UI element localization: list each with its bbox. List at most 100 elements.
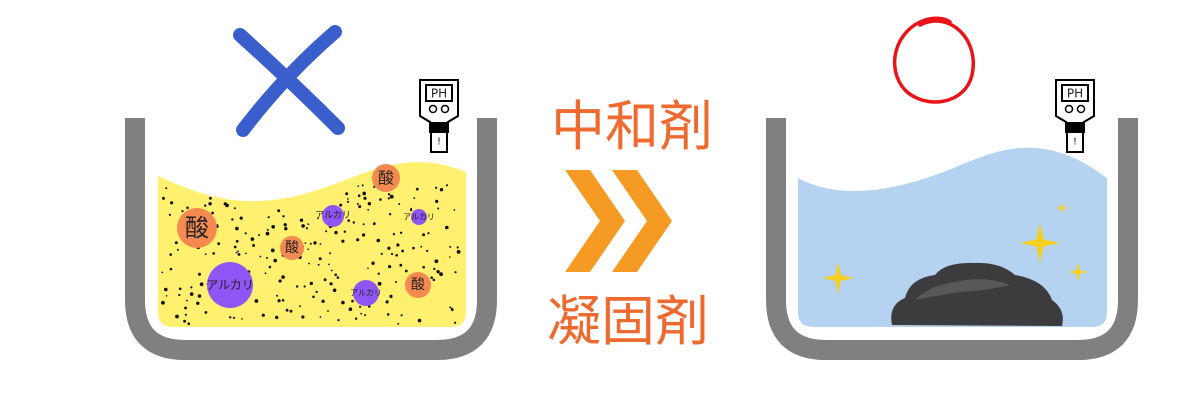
particle-dot: [451, 309, 454, 312]
particle-dot: [387, 246, 391, 250]
particle-dot: [376, 238, 381, 243]
particle-dot: [170, 201, 174, 205]
particle-dot: [332, 288, 337, 293]
particle-dot: [233, 207, 236, 210]
particle-dot: [412, 246, 415, 250]
particle-dot: [385, 300, 389, 304]
ph-indicator: !: [437, 137, 441, 148]
sparkle-icon: [1056, 202, 1068, 214]
particle-dot: [371, 261, 375, 265]
particle-dot: [427, 232, 430, 235]
particle-dot: [303, 285, 306, 288]
particle-dot: [281, 299, 285, 302]
particle-dot: [415, 187, 419, 191]
particle-dot: [164, 287, 168, 292]
particle-dot: [317, 217, 319, 220]
particle-dot: [184, 307, 187, 310]
particle-dot: [209, 196, 212, 200]
particle-dot: [309, 242, 312, 245]
sparkle-icon: [1020, 223, 1060, 263]
particle-dot: [174, 241, 178, 245]
particle-dot: [435, 199, 439, 203]
particle-dot: [231, 218, 234, 221]
particle-dot: [454, 321, 457, 324]
particle-dot: [337, 319, 340, 322]
particle-dot: [178, 287, 182, 291]
double-chevron-arrow: [565, 170, 672, 272]
particle-dot: [435, 186, 438, 189]
particle-dot: [237, 250, 240, 253]
particle-dot: [277, 299, 281, 303]
alkali-label: アルカリ: [315, 210, 351, 221]
particle-dot: [336, 276, 340, 279]
particle-dot: [235, 226, 239, 231]
particle-dot: [386, 313, 390, 316]
particle-dot: [283, 223, 287, 227]
particle-dot: [347, 219, 351, 222]
particle-dot: [309, 281, 313, 286]
particle-dot: [367, 208, 370, 211]
particle-dot: [259, 255, 262, 258]
particle-dot: [432, 278, 436, 282]
particle-dot: [398, 203, 401, 206]
alkali-label: アルカリ: [206, 278, 254, 292]
alkali-particle: アルカリ: [350, 280, 382, 306]
particle-dot: [388, 265, 392, 269]
ph-indicator: !: [1073, 137, 1077, 148]
particle-dot: [181, 210, 184, 213]
particle-dot: [289, 309, 293, 313]
particle-dot: [334, 230, 338, 235]
particle-dot: [417, 318, 422, 323]
particle-dot: [277, 209, 281, 213]
particle-dot: [168, 213, 171, 216]
particle-dot: [341, 300, 345, 305]
particle-dot: [352, 221, 355, 224]
acid-label: 酸: [185, 214, 209, 242]
particle-dot: [325, 230, 328, 233]
particle-dot: [304, 242, 307, 244]
particle-dot: [175, 314, 179, 319]
particle-dot: [161, 300, 165, 305]
particle-dot: [395, 281, 397, 283]
particle-dot: [426, 249, 429, 252]
particle-dot: [345, 192, 349, 196]
particle-dot: [183, 319, 187, 323]
particle-dot: [404, 269, 408, 273]
particle-dot: [373, 185, 376, 188]
particle-dot: [399, 263, 403, 267]
particle-dot: [397, 322, 400, 325]
acid-label: 酸: [378, 169, 394, 188]
particle-dot: [456, 250, 461, 254]
ph-meter-right: PH !: [1055, 79, 1095, 153]
particle-dot: [233, 245, 237, 249]
particle-dot: [169, 253, 172, 256]
particle-dot: [439, 272, 443, 277]
particle-dot: [169, 267, 173, 271]
particle-dot: [233, 316, 236, 319]
particle-dot: [305, 227, 308, 230]
particle-dot: [367, 202, 372, 206]
acid-particle: 酸: [177, 208, 217, 248]
acid-particle: 酸: [280, 236, 304, 260]
particle-dot: [176, 248, 179, 251]
particle-dot: [264, 272, 267, 275]
particle-dot: [265, 231, 270, 236]
ion-particles: 酸酸酸酸アルカリアルカリアルカリアルカリ: [177, 164, 435, 308]
particle-dot: [389, 194, 394, 199]
particle-dot: [328, 263, 330, 266]
particle-dot: [198, 272, 201, 276]
particle-dot: [196, 301, 200, 305]
particle-dot: [347, 200, 350, 203]
particle-dot: [199, 282, 204, 287]
particle-dot: [317, 263, 320, 266]
particle-dot: [420, 245, 423, 248]
particle-dot: [341, 239, 345, 243]
particle-dot: [439, 188, 444, 192]
particle-dot: [368, 305, 371, 308]
particle-dot: [372, 222, 376, 226]
particle-dot: [401, 249, 404, 253]
particle-dot: [449, 306, 452, 309]
particle-dot: [275, 315, 279, 320]
particle-dot: [357, 185, 360, 187]
particle-dot: [413, 197, 416, 200]
